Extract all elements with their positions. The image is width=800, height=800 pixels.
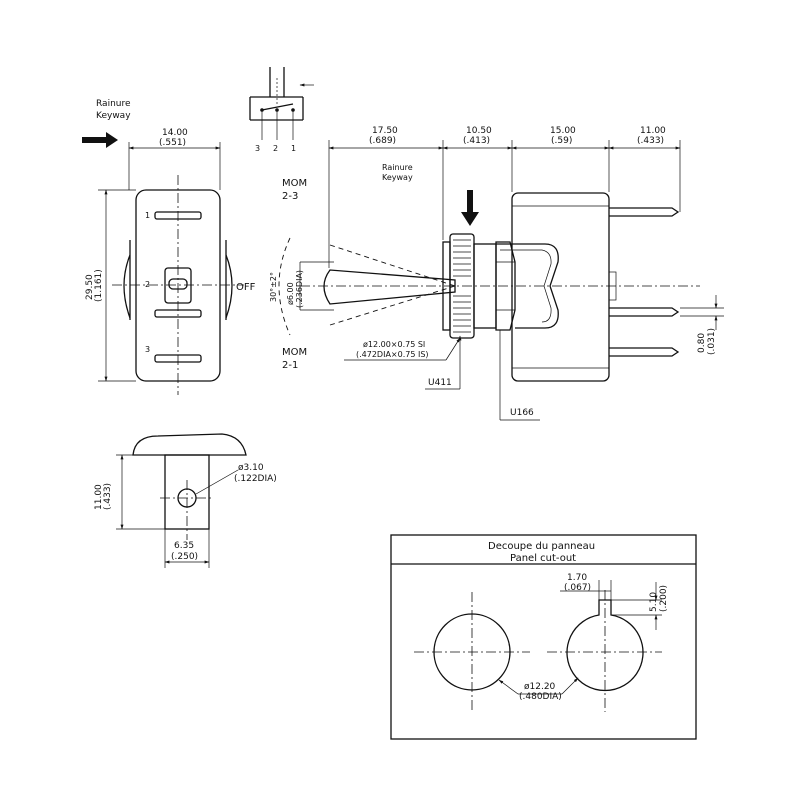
mom-top-label: MOM	[282, 178, 307, 189]
key-width-mm: 1.70	[567, 573, 587, 583]
dim-terminal-mm: 11.00	[640, 126, 666, 136]
pos-bottom-label: 2-1	[282, 360, 298, 371]
dim-bushing-in: (.413)	[463, 136, 490, 146]
terminal-thickness-in: (.031)	[707, 328, 717, 355]
key-depth-mm: 5.10	[649, 592, 659, 612]
schematic-pin-3: 3	[255, 144, 260, 153]
side-pin-3: 3	[145, 345, 150, 354]
panel-cutout-title-fr: Decoupe du panneau	[488, 541, 595, 552]
thread-mm-label: ø12.00×0.75 SI	[363, 340, 425, 349]
side-pin-2: 2	[145, 280, 150, 289]
side-view: Rainure Keyway 14.00 (.551) 29.50 (1.161…	[82, 99, 256, 395]
cutout-hole-in: (.480DIA)	[519, 692, 562, 702]
side-width-mm: 14.00	[162, 128, 188, 138]
front-view: 17.50 (.689) 10.50 (.413) 15.00 (.59) 11…	[269, 126, 724, 421]
terminal-length-in: (.433)	[103, 483, 113, 510]
side-pin-1: 1	[145, 211, 150, 220]
front-keyway-en-label: Keyway	[382, 173, 413, 182]
panel-cutout-title-en: Panel cut-out	[510, 553, 576, 564]
terminal-width-mm: 6.35	[174, 541, 194, 551]
mom-bottom-label: MOM	[282, 347, 307, 358]
terminal-detail: ø3.10 (.122DIA) 11.00 (.433) 6.35 (.250)	[94, 433, 277, 568]
key-width-in: (.067)	[564, 583, 591, 593]
pos-top-label: 2-3	[282, 191, 298, 202]
dim-body-mm: 15.00	[550, 126, 576, 136]
dim-body-in: (.59)	[551, 136, 572, 146]
keyway-down-arrow-icon	[461, 190, 479, 226]
terminal-width-in: (.250)	[171, 552, 198, 562]
schematic-pin-1: 1	[291, 144, 296, 153]
angle-label: 30°±2°	[269, 272, 278, 302]
dim-lever-mm: 17.50	[372, 126, 398, 136]
dim-bushing-mm: 10.50	[466, 126, 492, 136]
side-width-in: (.551)	[159, 138, 186, 148]
terminal-thickness-mm: 0.80	[697, 333, 707, 353]
dim-lever-in: (.689)	[369, 136, 396, 146]
front-keyway-fr-label: Rainure	[382, 163, 413, 172]
terminal-hole-mm: ø3.10	[238, 463, 264, 473]
part-u166-label: U166	[510, 408, 534, 418]
side-keyway-fr-label: Rainure	[96, 99, 131, 109]
terminal-hole-in: (.122DIA)	[234, 474, 277, 484]
side-height-mm: 29.50	[85, 274, 95, 300]
panel-cutout: Decoupe du panneau Panel cut-out 1.70 (.…	[390, 534, 697, 740]
key-depth-in: (.200)	[659, 585, 669, 612]
thread-in-label: (.472DIA×0.75 IS)	[356, 350, 429, 359]
switch-schematic: 3 2 1	[249, 67, 314, 153]
dim-terminal-in: (.433)	[637, 136, 664, 146]
side-keyway-en-label: Keyway	[96, 111, 131, 121]
schematic-pin-2: 2	[273, 144, 278, 153]
keyway-arrow-icon	[82, 132, 118, 148]
off-label: OFF	[236, 282, 256, 293]
part-u411-label: U411	[428, 378, 452, 388]
side-height-in: (1.161)	[94, 269, 104, 302]
lever-dia-mm: ø6.00	[286, 282, 295, 305]
lever-dia-in: (.236DIA)	[295, 270, 304, 308]
terminal-length-mm: 11.00	[94, 484, 104, 510]
cutout-hole-mm: ø12.20	[524, 682, 556, 692]
